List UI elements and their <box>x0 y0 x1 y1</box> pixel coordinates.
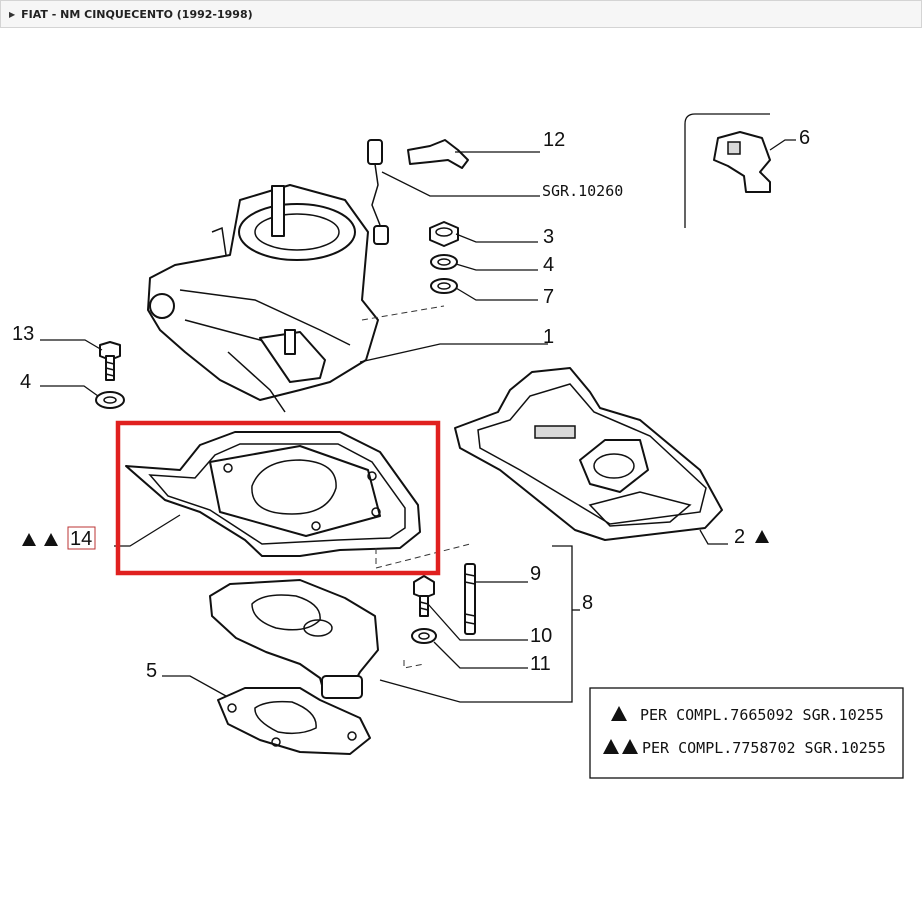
nut-part[interactable] <box>429 221 459 247</box>
gasket-plate-part[interactable] <box>125 431 421 557</box>
carburetor-part[interactable] <box>147 184 379 413</box>
bracket-part[interactable] <box>407 139 469 169</box>
callout-9: 9 <box>530 563 541 585</box>
washer-part[interactable] <box>411 628 437 644</box>
selection-highlight <box>115 420 441 576</box>
insulator-mount-part[interactable] <box>209 579 379 699</box>
stud-part[interactable] <box>464 563 476 635</box>
callout-14-box <box>67 526 96 550</box>
callout-11: 11 <box>530 653 551 675</box>
washer-part[interactable] <box>95 391 125 409</box>
base-gasket-part[interactable] <box>217 687 371 755</box>
legend-box: PER COMPL.7665092 SGR.10255 PER COMPL.77… <box>589 687 904 779</box>
callout-7: 7 <box>543 286 554 308</box>
breadcrumb[interactable]: ▶ FIAT - NM CINQUECENTO (1992-1998) <box>0 0 922 28</box>
heat-shield-part[interactable] <box>454 367 723 541</box>
callout-14: 14 <box>70 528 92 550</box>
triangle-marker-icon <box>755 530 769 543</box>
callout-6: 6 <box>799 127 810 149</box>
callout-4-left: 4 <box>20 371 31 393</box>
inset-frame <box>684 113 770 228</box>
triangle-marker-icon <box>622 739 638 754</box>
legend-row-1: PER COMPL.7665092 SGR.10255 <box>640 706 884 724</box>
triangle-marker-icon <box>611 706 627 721</box>
bolt-part[interactable] <box>99 341 121 381</box>
triangle-marker-icon <box>22 533 36 546</box>
washer-part[interactable] <box>430 278 458 294</box>
callout-13: 13 <box>12 323 34 345</box>
leader-lines <box>40 139 796 703</box>
triangle-marker-icon <box>603 739 619 754</box>
chevron-right-icon: ▶ <box>9 9 16 19</box>
callout-8: 8 <box>582 592 593 614</box>
clip-part[interactable] <box>713 131 771 193</box>
callout-3: 3 <box>543 226 554 248</box>
callout-2: 2 <box>734 526 745 548</box>
callout-4: 4 <box>543 254 554 276</box>
callout-12: 12 <box>543 129 565 151</box>
triangle-marker-icon <box>44 533 58 546</box>
breadcrumb-title: FIAT - NM CINQUECENTO (1992-1998) <box>21 7 253 21</box>
bolt-part[interactable] <box>413 575 435 617</box>
callout-1: 1 <box>543 326 554 348</box>
washer-part[interactable] <box>430 254 458 270</box>
callout-5: 5 <box>146 660 157 682</box>
sensor-connector-part[interactable] <box>367 139 389 245</box>
callout-10: 10 <box>530 625 552 647</box>
legend-row-2: PER COMPL.7758702 SGR.10255 <box>642 739 886 757</box>
callout-ref-sgr: SGR.10260 <box>542 182 623 200</box>
